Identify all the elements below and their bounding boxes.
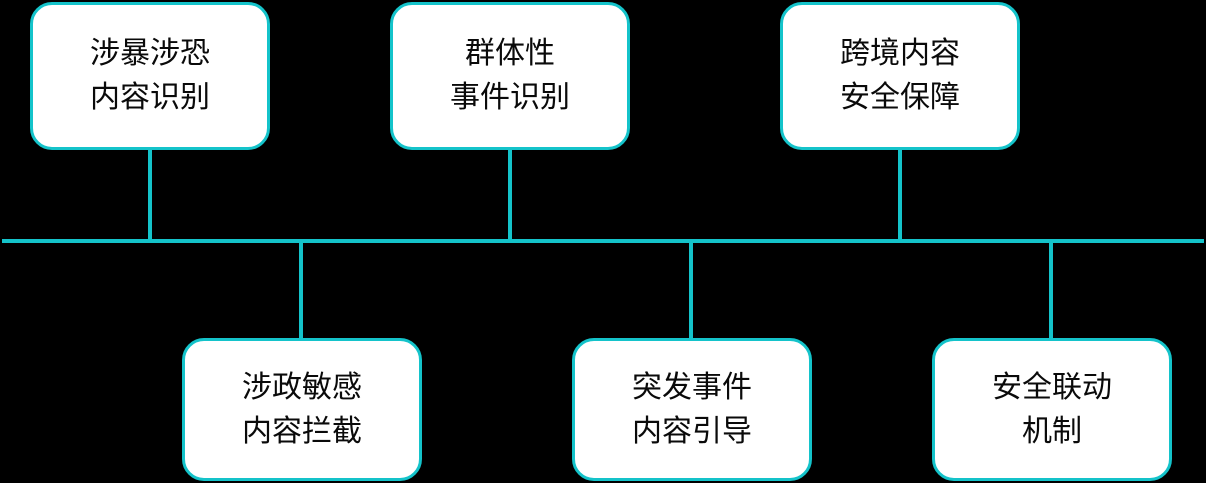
- node-emergency-event-content-guidance: 突发事件 内容引导: [572, 338, 812, 481]
- node-political-sensitive-content-interception: 涉政敏感 内容拦截: [182, 338, 422, 481]
- connector-emergency-guidance: [689, 241, 693, 338]
- node-label-line: 跨境内容: [840, 36, 960, 71]
- node-label-line: 内容拦截: [242, 413, 362, 449]
- node-group-event-recognition: 群体性 事件识别: [390, 2, 630, 150]
- connector-violence-terror: [148, 150, 152, 241]
- node-label-line: 安全联动: [992, 369, 1112, 405]
- node-label-line: 群体性: [465, 36, 555, 71]
- node-label-line: 内容引导: [632, 413, 752, 449]
- connector-political-sensitive: [299, 241, 303, 338]
- connector-group-event: [508, 150, 512, 241]
- node-label-line: 涉政敏感: [242, 369, 362, 405]
- node-security-linkage-mechanism: 安全联动 机制: [932, 338, 1172, 481]
- node-cross-border-content-security: 跨境内容 安全保障: [780, 2, 1020, 150]
- node-violence-terror-content-recognition: 涉暴涉恐 内容识别: [30, 2, 270, 150]
- horizontal-spine-line: [2, 239, 1204, 243]
- node-label-line: 涉暴涉恐: [90, 36, 210, 71]
- connector-security-linkage: [1049, 241, 1053, 338]
- node-label-line: 突发事件: [632, 369, 752, 405]
- node-label-line: 事件识别: [450, 80, 570, 115]
- node-label-line: 内容识别: [90, 80, 210, 115]
- node-label-line: 安全保障: [840, 80, 960, 115]
- node-label-line: 机制: [1022, 413, 1082, 449]
- connector-cross-border: [898, 150, 902, 241]
